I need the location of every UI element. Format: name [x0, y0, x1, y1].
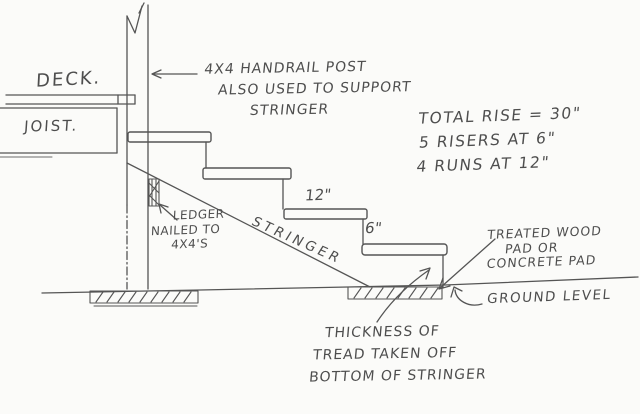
rise-spec-note: TOTAL RISE = 30" 5 RISERS AT 6" 4 RUNS A…	[412, 101, 583, 179]
thickness-note-line2: TREAD TAKEN OFF	[312, 344, 458, 364]
ledger-note-line2: NAILED TO	[150, 221, 221, 238]
post-break-mark	[126, 5, 143, 34]
rise-dimension-label: 6"	[363, 219, 383, 237]
stair-treads	[127, 131, 448, 256]
handrail-post	[126, 2, 149, 290]
handrail-note-line2: ALSO USED TO SUPPORT	[217, 79, 413, 99]
stair-risers	[205, 141, 444, 289]
ledger-note-line3: 4X4'S	[170, 236, 209, 252]
deck-label: DECK.	[35, 67, 102, 92]
pad-note: TREATED WOOD PAD OR CONCRETE PAD	[484, 223, 602, 272]
ground-level-arrow	[450, 286, 483, 306]
stair-pad	[347, 286, 443, 300]
handrail-arrow	[151, 69, 198, 79]
handrail-note-line3: STRINGER	[249, 101, 330, 120]
joist-outline	[0, 107, 118, 158]
deck-board	[5, 94, 136, 105]
post-break-tick	[138, 2, 145, 14]
thickness-note-line3: BOTTOM OF STRINGER	[308, 366, 488, 386]
handrail-post-note: 4X4 HANDRAIL POST ALSO USED TO SUPPORT S…	[199, 56, 415, 123]
ledger-arrow	[158, 203, 178, 221]
ledger-block	[148, 178, 160, 207]
run-dimension-label: 12"	[304, 185, 333, 205]
joist-label: JOIST.	[23, 116, 80, 136]
pad-arrow	[438, 238, 496, 290]
thickness-arrow	[376, 267, 431, 323]
tread-2	[202, 167, 292, 180]
tread-3	[283, 208, 368, 220]
ledger-note-line1: LEDGER	[172, 206, 225, 223]
tread-4	[361, 243, 448, 256]
stringer-line	[126, 162, 371, 288]
tread-1	[127, 131, 212, 143]
post-footing-pad	[89, 290, 199, 307]
thickness-note-line1: THICKNESS OF	[324, 323, 441, 342]
ledger-note: LEDGER NAILED TO 4X4'S	[150, 207, 225, 253]
thickness-note: THICKNESS OF TREAD TAKEN OFF BOTTOM OF S…	[308, 319, 491, 388]
